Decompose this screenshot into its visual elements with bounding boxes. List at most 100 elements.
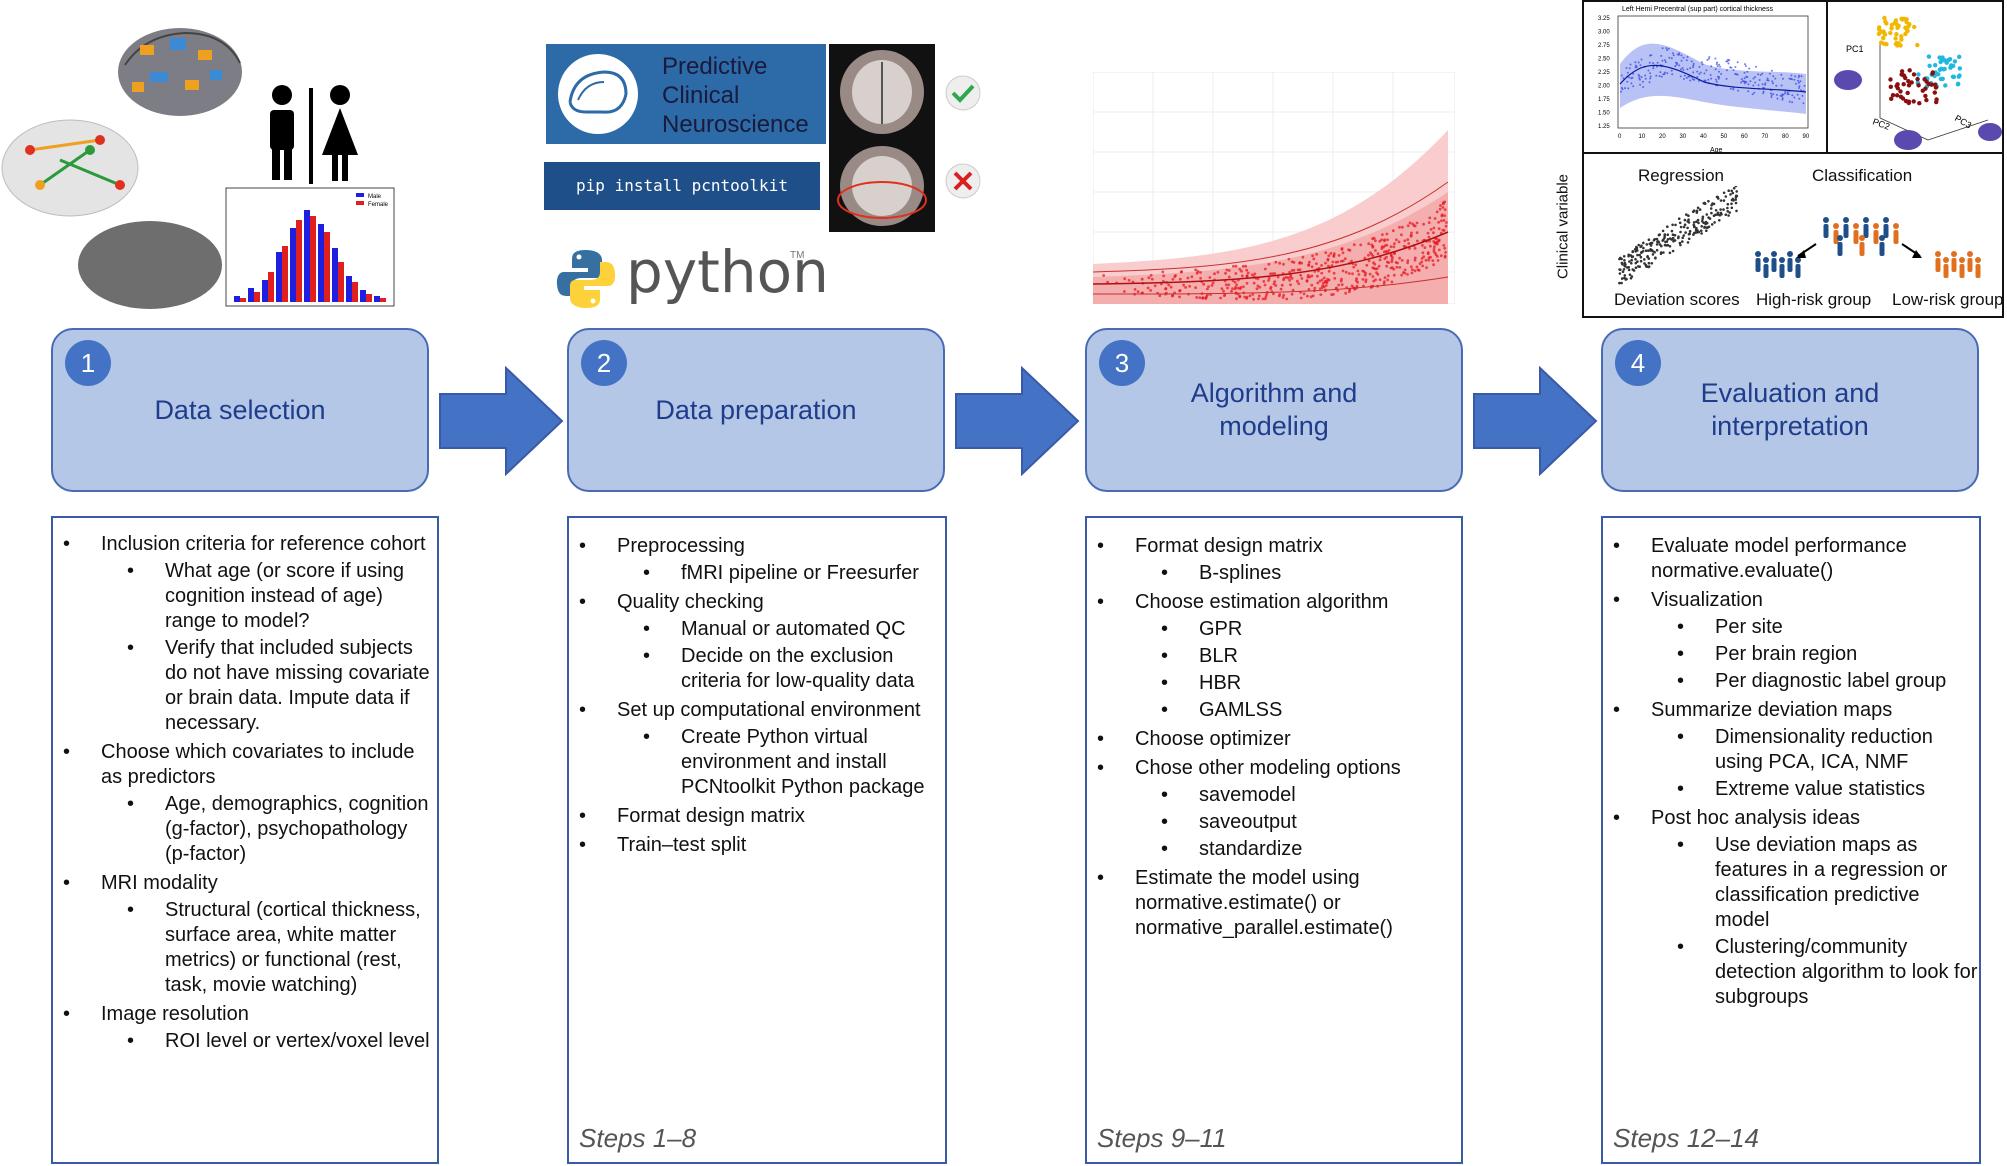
x-tick-label: 30 [1680, 134, 1687, 140]
scatter-point [1340, 247, 1344, 250]
scatter-point [1333, 277, 1337, 280]
thickness-point [1696, 70, 1699, 73]
scatter-point [1290, 277, 1294, 280]
scatter-point [1310, 265, 1314, 269]
thickness-point [1701, 63, 1704, 66]
bullet-item: Inclusion criteria for reference cohort [53, 532, 437, 557]
thickness-point [1743, 77, 1746, 80]
thickness-point [1801, 94, 1804, 97]
pca-point [1909, 80, 1914, 85]
thickness-point [1717, 77, 1720, 80]
scatter-point [1344, 291, 1348, 295]
thickness-point [1678, 52, 1681, 55]
thickness-point [1707, 78, 1710, 81]
regression-point [1631, 268, 1635, 271]
scatter-point [1413, 269, 1417, 273]
scatter-point [1255, 287, 1259, 291]
scatter-point [1389, 253, 1393, 257]
scatter-point [1300, 277, 1304, 280]
regression-point [1649, 242, 1652, 245]
scatter-point [1307, 264, 1310, 267]
thickness-point [1798, 74, 1801, 77]
pca-point [1923, 93, 1928, 99]
scatter-point [1272, 282, 1276, 286]
scatter-point [1377, 264, 1381, 268]
regression-point [1732, 186, 1736, 190]
pca-point [1956, 81, 1961, 87]
thickness-point [1744, 65, 1747, 67]
thickness-point [1698, 72, 1701, 75]
scatter-point [1273, 280, 1277, 284]
scatter-point [1428, 216, 1432, 220]
thickness-point [1780, 95, 1783, 98]
pca-point [1888, 84, 1893, 90]
scatter-point [1282, 262, 1285, 266]
scatter-point [1378, 278, 1382, 282]
thickness-point [1671, 73, 1674, 76]
regression-point [1731, 197, 1735, 201]
thickness-point [1709, 74, 1712, 76]
thickness-point [1772, 93, 1775, 95]
scatter-point [1305, 279, 1309, 283]
regression-point [1730, 189, 1733, 193]
scatter-point [1161, 270, 1165, 274]
scatter-point [1426, 252, 1430, 256]
scatter-point [1219, 296, 1222, 300]
scatter-point [1406, 261, 1409, 265]
scatter-point [1440, 214, 1444, 218]
thickness-point [1632, 85, 1635, 88]
scatter-point [1306, 274, 1310, 277]
scatter-point [1382, 282, 1386, 286]
regression-point [1673, 233, 1677, 237]
regression-point [1661, 229, 1665, 233]
scatter-point [1272, 292, 1275, 296]
histogram-bar-female [338, 262, 344, 302]
person-body [1823, 224, 1829, 238]
pca-point [1911, 72, 1917, 77]
scatter-point [1421, 264, 1424, 268]
thickness-point [1757, 84, 1760, 87]
sub-bullet-item: GPR [1087, 617, 1461, 642]
person-body [1853, 230, 1859, 244]
regression-point [1635, 247, 1638, 251]
classification-illustration [1755, 217, 1981, 278]
regression-point [1653, 237, 1657, 241]
sub-bullet-item: fMRI pipeline or Freesurfer [569, 561, 945, 586]
thickness-point [1766, 79, 1769, 82]
pca-point [1943, 83, 1948, 88]
scatter-point [1227, 283, 1231, 287]
step-list: Format design matrixB-splinesChoose esti… [1087, 518, 1461, 941]
scatter-point [1240, 269, 1243, 273]
pca-point [1905, 90, 1910, 96]
scatter-point [1383, 280, 1386, 284]
scatter-point [1442, 219, 1446, 222]
scatter-point [1427, 258, 1431, 262]
scatter-point [1274, 260, 1278, 264]
thickness-point [1749, 80, 1752, 83]
scatter-point [1276, 275, 1280, 279]
thickness-point [1706, 59, 1709, 61]
scatter-point [1372, 236, 1376, 240]
thickness-point [1707, 57, 1710, 60]
regression-point [1643, 258, 1646, 261]
scatter-point [1123, 290, 1126, 293]
scatter-point [1421, 244, 1424, 247]
scatter-point [1235, 283, 1238, 287]
thickness-point [1626, 80, 1629, 83]
regression-point [1668, 251, 1672, 255]
scatter-point [1403, 268, 1407, 272]
regression-point [1730, 206, 1734, 210]
scatter-point [1236, 286, 1240, 290]
thickness-point [1652, 67, 1655, 70]
thickness-point [1802, 102, 1805, 105]
scatter-point [1441, 228, 1445, 232]
pca-point [1907, 22, 1912, 27]
scatter-point [1415, 221, 1419, 225]
thickness-point [1788, 100, 1791, 103]
parcellated-brain-image [118, 28, 242, 116]
scatter-point [1269, 287, 1272, 290]
pca-point [1930, 70, 1935, 75]
scatter-point [1413, 256, 1417, 260]
scatter-point [1398, 225, 1401, 229]
scatter-point [1413, 224, 1417, 228]
